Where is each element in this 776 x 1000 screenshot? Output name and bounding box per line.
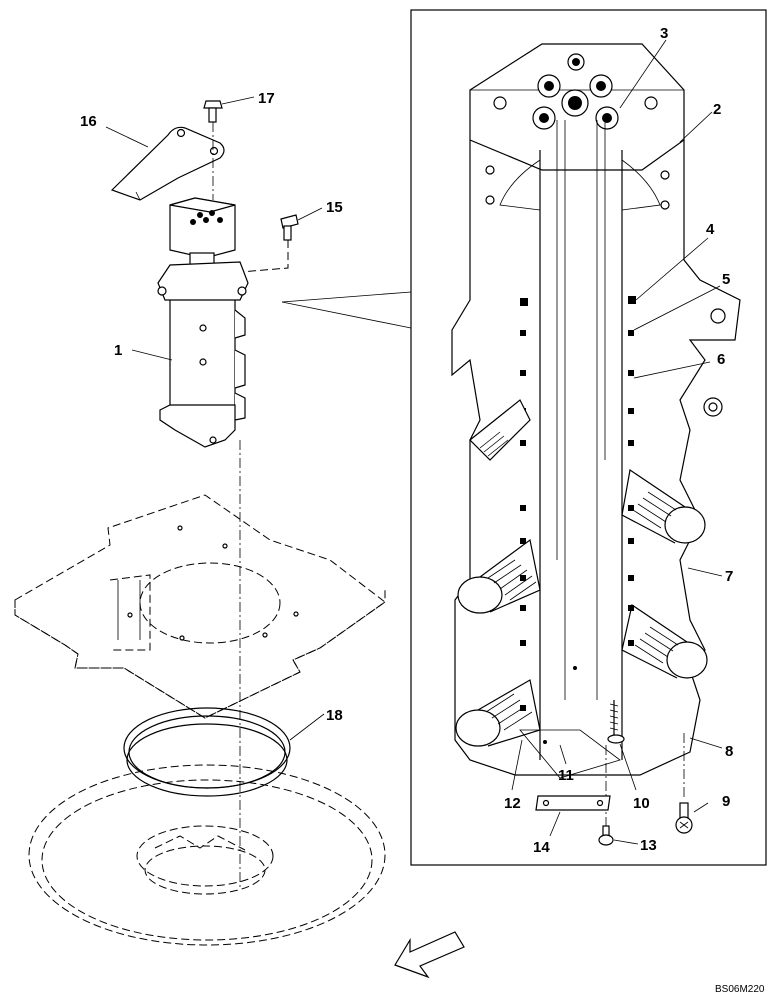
leader-lines-left	[105, 96, 325, 741]
callout-10: 10	[633, 795, 650, 812]
side-port-right	[703, 308, 726, 417]
callout-4: 4	[706, 221, 715, 238]
callout-17: 17	[258, 90, 275, 107]
drawing-code: BS06M220	[715, 984, 765, 995]
callout-2: 2	[713, 101, 721, 118]
detail-inset	[281, 9, 767, 866]
bolt-13	[598, 825, 614, 846]
threaded-port-left-mid	[457, 538, 541, 614]
callout-12: 12	[504, 795, 521, 812]
threaded-port-left-upper	[469, 399, 531, 461]
bolt-9	[675, 802, 693, 834]
lock-bracket-16	[110, 126, 225, 201]
frame-plate	[14, 494, 386, 719]
seal-ring-18	[123, 707, 291, 797]
callout-6: 6	[717, 351, 725, 368]
leader-lines-inset	[511, 39, 723, 845]
callout-14: 14	[533, 839, 550, 856]
threaded-port-left-lower	[455, 679, 541, 747]
callout-1: 1	[114, 342, 122, 359]
callout-9: 9	[722, 793, 730, 810]
front-arrow-icon	[394, 931, 465, 979]
seal-grooves-left	[520, 298, 528, 711]
swivel-body-2	[451, 120, 741, 830]
swivel-body-top	[469, 43, 685, 210]
threaded-port-right-upper	[621, 468, 706, 544]
callout-3: 3	[660, 25, 668, 42]
bolt-15	[280, 214, 299, 241]
callout-7: 7	[725, 568, 733, 585]
bolt-17	[203, 100, 223, 123]
callout-15: 15	[326, 199, 343, 216]
screw-10	[607, 700, 625, 744]
callout-11: 11	[558, 767, 574, 784]
callout-18: 18	[326, 707, 343, 724]
plate-14	[535, 795, 611, 811]
callout-16: 16	[80, 113, 97, 130]
swivel-joint-1	[157, 197, 249, 448]
cover-plate-11	[519, 666, 621, 779]
threaded-port-right-lower	[621, 604, 708, 679]
callout-5: 5	[722, 271, 730, 288]
callout-8: 8	[725, 743, 733, 760]
turntable-base	[28, 764, 386, 946]
callout-labels: 1 2 3 4 5 6 7 8 9 10 11 12 13 14 15 16 1…	[80, 25, 733, 856]
callout-13: 13	[640, 837, 657, 854]
